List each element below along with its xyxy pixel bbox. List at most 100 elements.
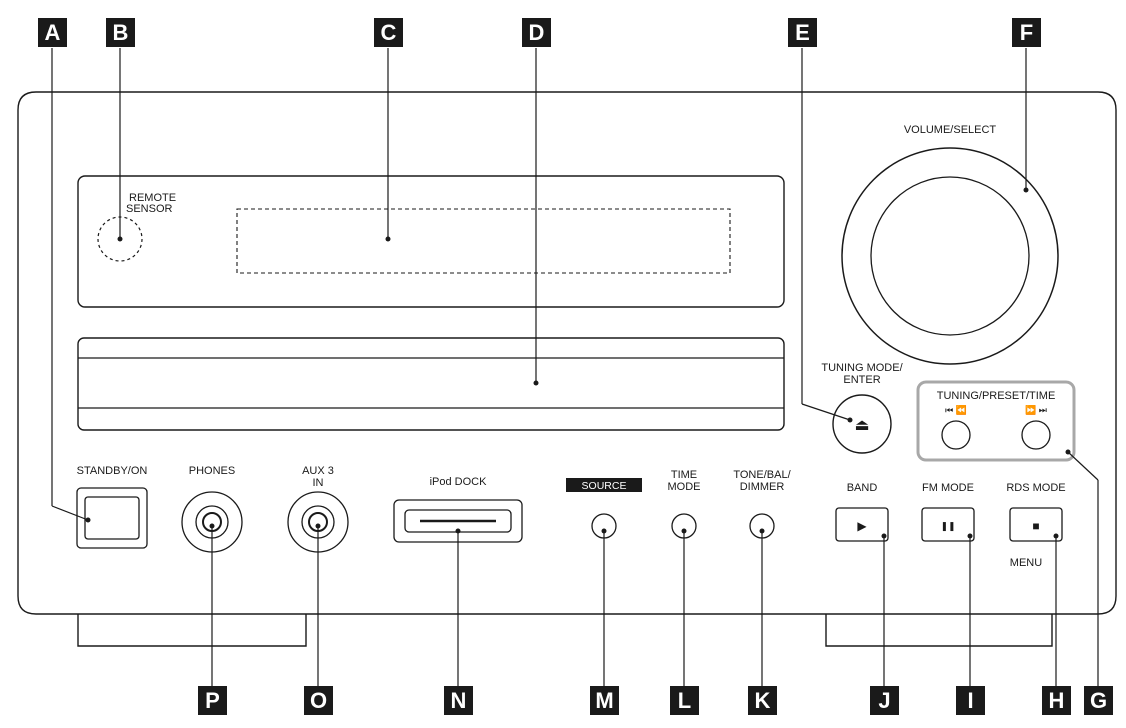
callout-box-g: G xyxy=(1084,686,1113,715)
callout-letter-b: B xyxy=(113,20,129,45)
eject-button[interactable] xyxy=(832,394,892,454)
callout-box-p-bg xyxy=(198,686,227,715)
time-mode-label-1: TIME xyxy=(671,469,697,481)
callout-letter-l: L xyxy=(678,688,691,713)
callout-box-e: E xyxy=(788,18,817,47)
callout-dot-f xyxy=(1023,187,1029,193)
standby-on-label: STANDBY/ON xyxy=(77,465,148,477)
callout-letter-a: A xyxy=(45,20,61,45)
callout-letter-j: J xyxy=(878,688,890,713)
disc-tray xyxy=(77,337,785,431)
callout-box-h: H xyxy=(1042,686,1071,715)
time-mode-label-2: MODE xyxy=(668,481,701,493)
callout-letter-n: N xyxy=(451,688,467,713)
callout-line-g-tail xyxy=(1067,451,1099,481)
callout-letter-h: H xyxy=(1049,688,1065,713)
ipod-dock-label: iPod DOCK xyxy=(430,476,488,488)
tuning-preset-time-label: TUNING/PRESET/TIME xyxy=(937,390,1056,402)
tuning-prev-button[interactable] xyxy=(941,420,971,450)
callout-line-a-tail xyxy=(51,505,89,521)
right-foot xyxy=(825,614,1053,647)
stop-button[interactable] xyxy=(1009,507,1063,542)
phones-label: PHONES xyxy=(189,465,235,477)
callout-dot-k xyxy=(759,528,765,534)
callout-line-e-tail xyxy=(801,403,851,421)
callout-letter-m: M xyxy=(595,688,613,713)
chassis-outline xyxy=(17,91,1117,615)
left-foot xyxy=(77,614,307,647)
display-panel xyxy=(77,175,785,308)
callout-box-m-bg xyxy=(590,686,619,715)
menu-label: MENU xyxy=(1010,557,1042,569)
callout-box-p: P xyxy=(198,686,227,715)
tuning-next-button[interactable] xyxy=(1021,420,1051,450)
rds-mode-label: RDS MODE xyxy=(1006,482,1065,494)
callout-box-o: O xyxy=(304,686,333,715)
callout-dot-n xyxy=(455,528,461,534)
callout-dot-i xyxy=(967,533,973,539)
callout-box-j: J xyxy=(870,686,899,715)
callout-dot-l xyxy=(681,528,687,534)
callout-box-n: N xyxy=(444,686,473,715)
callout-box-f-bg xyxy=(1012,18,1041,47)
callout-dot-h xyxy=(1053,533,1059,539)
callout-letter-g: G xyxy=(1090,688,1107,713)
callout-box-l: L xyxy=(670,686,699,715)
band-label: BAND xyxy=(847,482,878,494)
callout-letter-k: K xyxy=(755,688,771,713)
standby-button-outer[interactable] xyxy=(76,487,148,549)
play-button[interactable] xyxy=(835,507,889,542)
callout-dot-g xyxy=(1065,449,1071,455)
callout-letter-i: I xyxy=(967,688,973,713)
callout-box-b-bg xyxy=(106,18,135,47)
callout-letter-c: C xyxy=(381,20,397,45)
source-label-bg xyxy=(566,478,642,492)
callout-dot-d xyxy=(533,380,539,386)
callout-box-f: F xyxy=(1012,18,1041,47)
callout-box-c: C xyxy=(374,18,403,47)
tone-label-2: DIMMER xyxy=(740,481,785,493)
callout-box-i: I xyxy=(956,686,985,715)
callout-box-i-bg xyxy=(956,686,985,715)
callout-box-j-bg xyxy=(870,686,899,715)
pause-icon: ❚❚ xyxy=(940,521,955,532)
callout-box-d: D xyxy=(522,18,551,47)
callout-box-d-bg xyxy=(522,18,551,47)
volume-knob-inner[interactable] xyxy=(870,176,1030,336)
tuning-mode-label-2: ENTER xyxy=(843,374,880,386)
callout-dot-b xyxy=(117,236,123,242)
callout-lines xyxy=(51,48,1099,686)
callout-box-g-bg xyxy=(1084,686,1113,715)
next-icon: ⏩ ⏭ xyxy=(1025,404,1047,415)
standby-button-inner[interactable] xyxy=(84,496,140,540)
callout-box-n-bg xyxy=(444,686,473,715)
callout-box-e-bg xyxy=(788,18,817,47)
callout-letter-d: D xyxy=(529,20,545,45)
callout-letter-e: E xyxy=(795,20,810,45)
callout-box-k-bg xyxy=(748,686,777,715)
callout-dot-p xyxy=(209,523,215,529)
tone-label-1: TONE/BAL/ xyxy=(733,469,791,481)
callout-letter-o: O xyxy=(310,688,327,713)
callout-dot-o xyxy=(315,523,321,529)
remote-sensor-label-1: REMOTE xyxy=(129,192,176,204)
callout-letter-f: F xyxy=(1020,20,1033,45)
remote-sensor-label-2: SENSOR xyxy=(126,203,173,215)
callout-dot-c xyxy=(385,236,391,242)
aux3-label-1: AUX 3 xyxy=(302,465,334,477)
play-icon: ▶ xyxy=(857,519,867,533)
volume-knob-outer[interactable] xyxy=(841,147,1059,365)
callout-box-h-bg xyxy=(1042,686,1071,715)
callout-dot-m xyxy=(601,528,607,534)
tuning-mode-label-1: TUNING MODE/ xyxy=(821,362,903,374)
callout-dot-e xyxy=(847,417,853,423)
callout-box-c-bg xyxy=(374,18,403,47)
callout-box-a-bg xyxy=(38,18,67,47)
pause-button[interactable] xyxy=(921,507,975,542)
display-window xyxy=(236,208,731,274)
callout-box-m: M xyxy=(590,686,619,715)
aux3-label-2: IN xyxy=(313,477,324,489)
callout-letter-p: P xyxy=(205,688,220,713)
prev-icon: ⏮ ⏪ xyxy=(945,404,967,415)
callout-dot-a xyxy=(85,517,91,523)
